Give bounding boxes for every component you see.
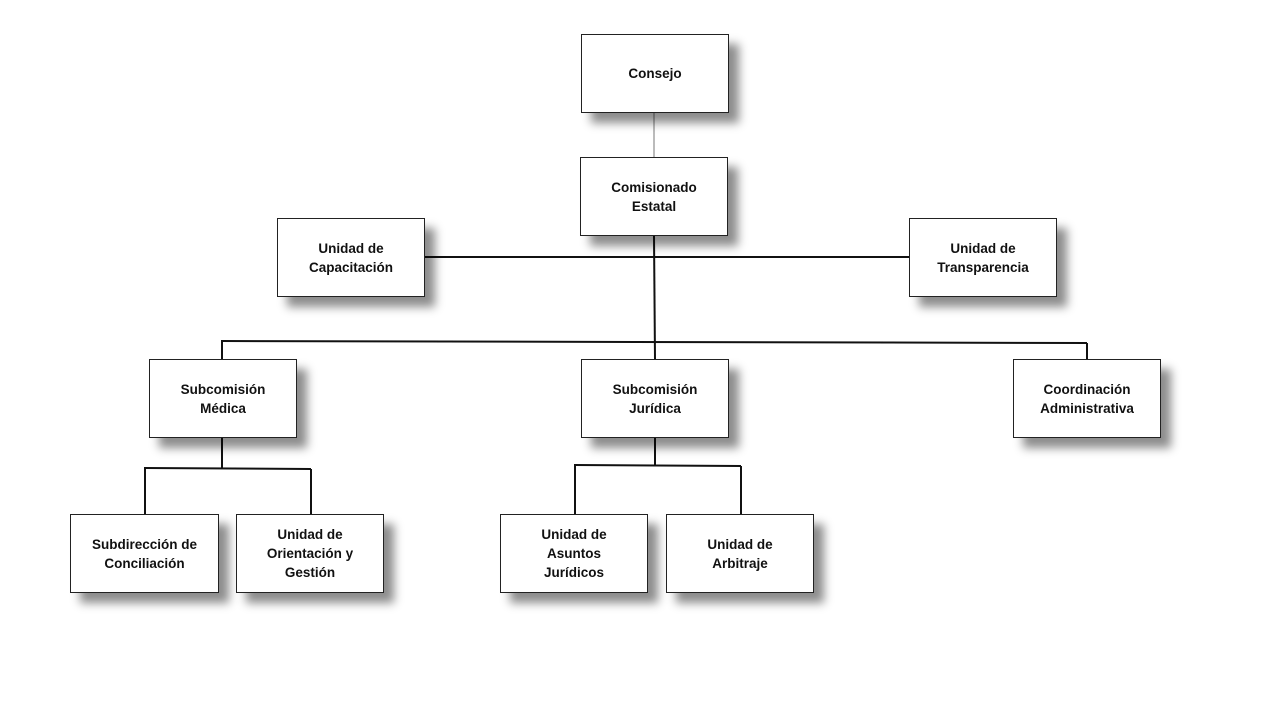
node-consejo: Consejo <box>581 34 729 113</box>
node-comisionado-label: Comisionado Estatal <box>611 179 697 214</box>
node-subdireccion-conciliacion: Subdirección de Conciliación <box>70 514 219 593</box>
node-unidad-asuntos-juridicos: Unidad de Asuntos Jurídicos <box>500 514 648 593</box>
node-coord-admin-label: Coordinación Administrativa <box>1040 381 1134 416</box>
node-subcomision-medica: Subcomisión Médica <box>149 359 297 438</box>
connector-trunk <box>653 235 656 360</box>
connector-sub-bar <box>221 340 1088 344</box>
node-unidad-capacitacion: Unidad de Capacitación <box>277 218 425 297</box>
node-consejo-label: Consejo <box>628 66 682 81</box>
node-arbitraje-label: Unidad de Arbitraje <box>707 536 773 571</box>
node-transparencia-label: Unidad de Transparencia <box>937 240 1029 275</box>
node-unidad-orientacion-gestion: Unidad de Orientación y Gestión <box>236 514 384 593</box>
node-subcomision-juridica: Subcomisión Jurídica <box>581 359 729 438</box>
node-unidad-arbitraje: Unidad de Arbitraje <box>666 514 814 593</box>
node-orientacion-label: Unidad de Orientación y Gestión <box>266 527 354 580</box>
node-conciliacion-label: Subdirección de Conciliación <box>91 536 198 571</box>
connector-medica-bar <box>144 467 312 470</box>
node-sub-juridica-label: Subcomisión Jurídica <box>612 381 698 416</box>
node-asuntos-label: Unidad de Asuntos Jurídicos <box>541 527 607 580</box>
node-sub-medica-label: Subcomisión Médica <box>180 381 266 416</box>
node-unidad-transparencia: Unidad de Transparencia <box>909 218 1057 297</box>
node-comisionado-estatal: Comisionado Estatal <box>580 157 728 236</box>
node-capacitacion-label: Unidad de Capacitación <box>308 240 394 275</box>
connector-juridica-bar <box>574 464 742 467</box>
node-coordinacion-administrativa: Coordinación Administrativa <box>1013 359 1161 438</box>
